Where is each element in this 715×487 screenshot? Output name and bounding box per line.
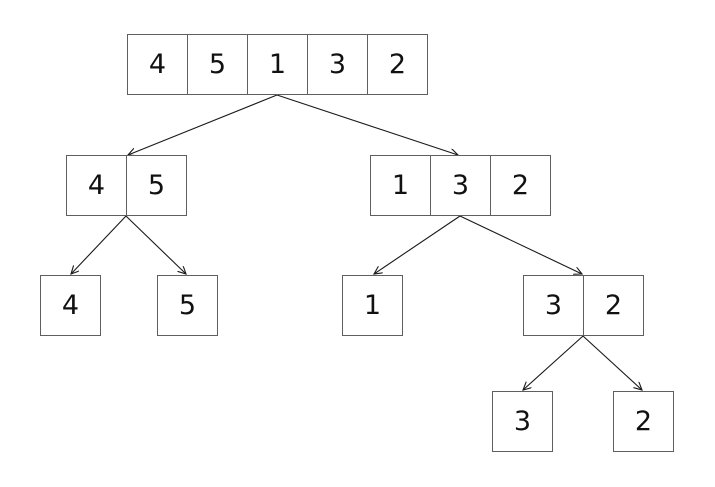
- array-node-left-half: 4 5: [66, 155, 187, 216]
- array-node-leaf-5: 5: [157, 275, 218, 336]
- array-cell: 2: [613, 391, 674, 452]
- array-cell: 3: [307, 34, 368, 95]
- edge-pair32-to-leaf2: [582, 335, 642, 390]
- array-cell: 4: [66, 155, 127, 216]
- array-cell: 5: [187, 34, 248, 95]
- array-cell: 2: [367, 34, 428, 95]
- edge-left-to-leaf4: [71, 215, 127, 274]
- edge-right-to-leaf1: [374, 215, 461, 274]
- array-cell: 3: [492, 391, 553, 452]
- array-node-leaf-1: 1: [342, 275, 403, 336]
- array-cell: 1: [247, 34, 308, 95]
- array-node-leaf-2: 2: [613, 391, 674, 452]
- array-node-leaf-3: 3: [492, 391, 553, 452]
- array-cell: 3: [523, 275, 584, 336]
- array-cell: 1: [370, 155, 431, 216]
- edge-right-to-pair32: [459, 215, 582, 274]
- edge-root-to-left: [128, 94, 278, 155]
- edge-root-to-right: [276, 94, 458, 155]
- array-node-pair-32: 3 2: [523, 275, 644, 336]
- array-node-leaf-4: 4: [40, 275, 101, 336]
- array-node-right-half: 1 3 2: [370, 155, 551, 216]
- edge-left-to-leaf5: [125, 215, 186, 274]
- array-cell: 2: [583, 275, 644, 336]
- array-cell: 2: [490, 155, 551, 216]
- array-cell: 4: [127, 34, 188, 95]
- array-cell: 1: [342, 275, 403, 336]
- array-cell: 5: [157, 275, 218, 336]
- array-cell: 3: [430, 155, 491, 216]
- array-node-root: 4 5 1 3 2: [127, 34, 428, 95]
- edge-pair32-to-leaf3: [523, 335, 584, 390]
- array-cell: 5: [126, 155, 187, 216]
- array-cell: 4: [40, 275, 101, 336]
